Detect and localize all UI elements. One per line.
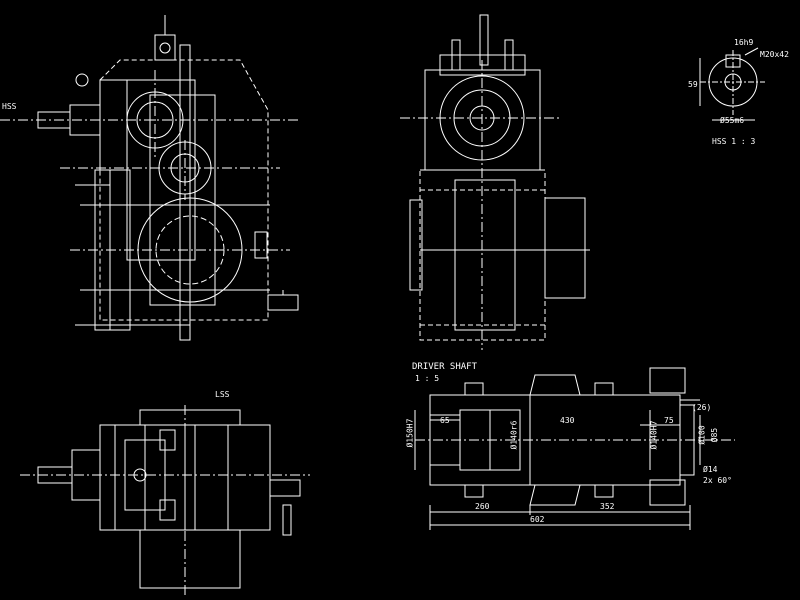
dim-chamfer: 2x 60° (703, 476, 732, 485)
hss-label: HSS (2, 102, 17, 111)
dim-260: 260 (475, 502, 490, 511)
hss-detail-title: HSS 1 : 3 (712, 137, 756, 146)
hss-thread-dim: M20x42 (760, 50, 789, 59)
lss-label: LSS (215, 390, 230, 399)
hss-side-dim: 59 (688, 80, 698, 89)
driver-shaft-scale: 1 : 5 (415, 374, 440, 383)
dim-dia-mid: Ø140r6 (509, 420, 519, 450)
side-view-gearbox (400, 14, 590, 350)
dim-dia-right: Ø140H7 (649, 420, 659, 450)
dim-hole: Ø14 (703, 465, 718, 474)
hss-detail (699, 47, 765, 121)
lss-bottom-view (20, 405, 310, 595)
dim-430: 430 (560, 416, 575, 425)
driver-shaft-section (414, 367, 735, 530)
dim-dia-small: Ø100 (697, 425, 707, 445)
dim-65: 65 (440, 416, 450, 425)
hss-key-dim: 16h9 (734, 38, 754, 47)
dim-75: 75 (664, 416, 674, 425)
dim-dia-tiny: Ø85 (710, 427, 720, 443)
hss-diameter-dim: Ø55m6 (720, 116, 745, 125)
driver-shaft-title: DRIVER SHAFT (412, 362, 478, 372)
dim-dia-left: Ø150H7 (405, 418, 415, 448)
dim-352: 352 (600, 502, 615, 511)
dim-26: (26) (692, 403, 712, 412)
front-view-gearbox (0, 15, 300, 341)
dim-602: 602 (530, 515, 545, 524)
